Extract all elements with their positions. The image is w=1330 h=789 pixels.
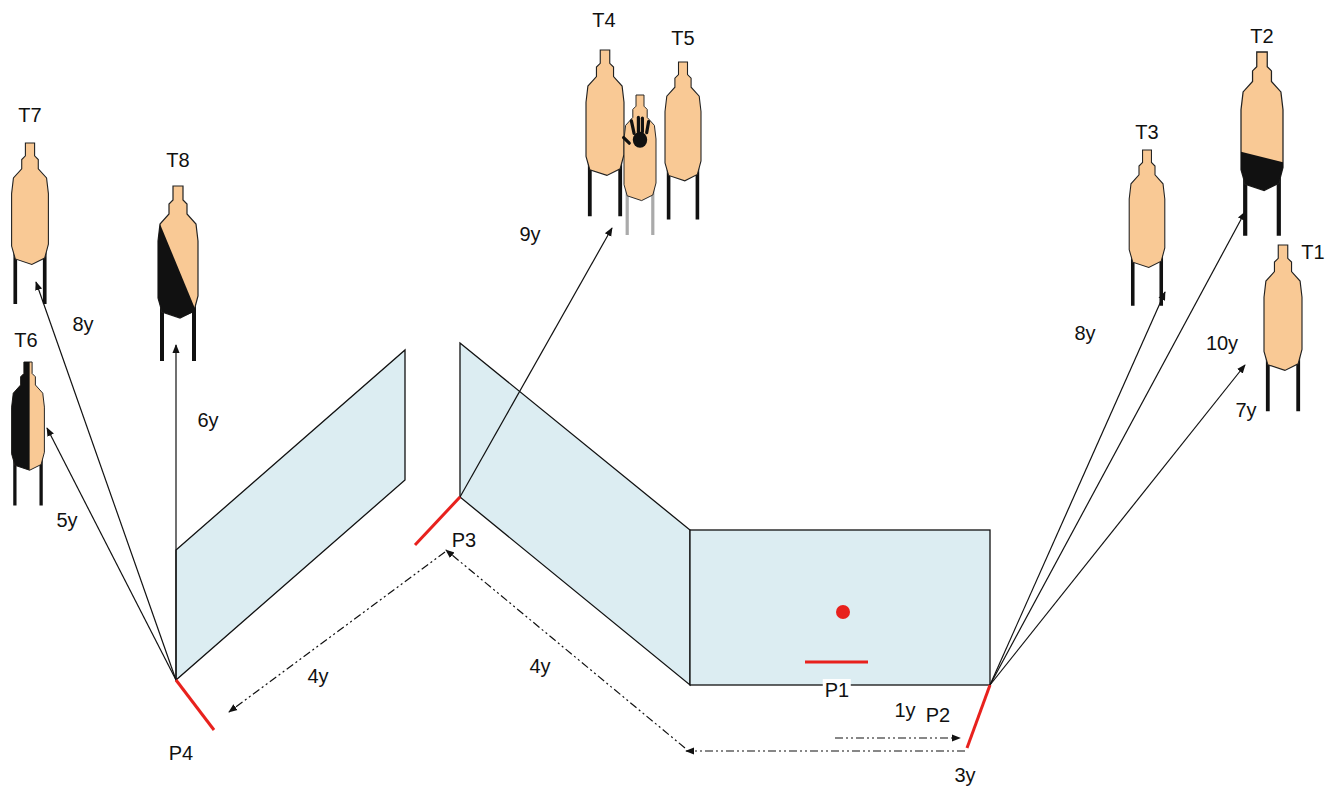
sight-arrow — [36, 212, 1245, 685]
target — [12, 50, 1302, 506]
target-label: T7 — [16, 104, 43, 126]
distance-label: 8y — [70, 313, 95, 335]
distance-label: 9y — [517, 223, 542, 245]
start-dot — [836, 605, 850, 619]
target-label: T4 — [590, 9, 617, 31]
position-label: P4 — [167, 742, 195, 764]
distance-label: 10y — [1204, 332, 1240, 354]
no-shoot-hand — [621, 116, 650, 148]
target-label: T1 — [1299, 241, 1326, 263]
distance-label: 4y — [527, 655, 552, 677]
distance-label: 8y — [1072, 322, 1097, 344]
target-label: T8 — [164, 149, 191, 171]
distance-label: 1y — [892, 699, 917, 721]
position-label: P2 — [924, 704, 952, 726]
distance-label: 6y — [195, 409, 220, 431]
distance-label: 3y — [952, 764, 977, 786]
target-label: T6 — [12, 329, 39, 351]
target-label: T2 — [1248, 25, 1275, 47]
distance-label: 4y — [305, 665, 330, 687]
target-label: T3 — [1133, 121, 1160, 143]
target-label: T5 — [669, 27, 696, 49]
movement-arrow — [229, 550, 965, 751]
distance-label: 5y — [54, 509, 79, 531]
shooting-position — [176, 497, 990, 748]
wall — [176, 343, 990, 685]
distance-label: 7y — [1233, 399, 1258, 421]
position-label: P1 — [823, 679, 851, 701]
position-label: P3 — [450, 529, 478, 551]
